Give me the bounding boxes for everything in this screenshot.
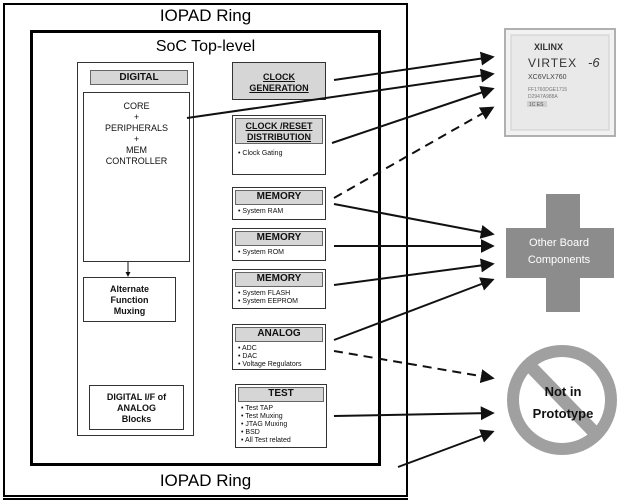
other-components-line-2: Components [528,254,591,266]
digital-header: DIGITAL [90,70,188,85]
test-bullet: • BSD [241,429,260,436]
fpga-fine-1: FF1760DGE1715 [528,87,567,93]
clock-gating-bullet: • Clock Gating [238,150,283,157]
clock-gen-line: GENERATION [249,83,309,93]
fpga-six: -6 [588,55,600,70]
analog-header: ANALOG [235,327,323,342]
memory-ram-block: MEMORY • System RAM [232,187,326,220]
memory-header: MEMORY [235,231,323,246]
digital-if-line: DIGITAL I/F of [106,392,167,402]
core-block: CORE + PERIPHERALS + MEM CONTROLLER [83,92,190,262]
memory-bullet: • System EEPROM [238,298,299,305]
memory-bullet: • System FLASH [238,290,291,297]
arrow-ram-to-components [333,203,495,239]
arrow-analog-to-components [333,277,495,341]
not-in-line-2: Prototype [533,406,594,421]
not-in-prototype-no-sign-icon [507,345,617,455]
arrow-analog-dashed-to-not [333,350,495,384]
analog-bullet: • Voltage Regulators [238,361,302,368]
test-bullet: • Test Muxing [241,413,283,420]
iopad-ring-top-label: IOPAD Ring [159,6,252,25]
test-bullet: • JTAG Muxing [241,421,288,428]
core-line: CONTROLLER [105,156,168,166]
analog-bullet: • DAC [238,353,258,360]
analog-bullet: • ADC [238,345,257,352]
clock-gen-line: CLOCK [263,72,295,82]
arrow-clockgen-to-fpga [333,51,495,81]
fpga-chip-icon: XILINX VIRTEX -6 XC6VLX760 FF1760DGE1715… [504,28,616,137]
memory-flash-block: MEMORY • System FLASH • System EEPROM [232,269,326,309]
fpga-part: XC6VLX760 [528,74,567,81]
core-line: MEM [126,145,147,155]
test-header: TEST [238,387,324,402]
arrow-clockreset-to-fpga [331,85,495,144]
bottom-rule [3,498,408,501]
fpga-fine-3: 1C ES [529,102,544,108]
alternate-function-muxing-block: Alternate Function Muxing [83,277,176,322]
iopad-ring-frame [3,3,408,497]
soc-title: SoC Top-level [155,38,256,55]
arrow-flash-to-components [333,258,495,286]
memory-header: MEMORY [235,272,323,287]
not-in-line-1: Not in [545,384,582,399]
memory-bullet: • System ROM [238,249,285,256]
soc-frame [30,30,381,466]
alt-mux-line: Alternate [109,284,149,294]
other-components-cross-icon [506,194,614,312]
iopad-ring-bottom-label: IOPAD Ring [159,471,252,490]
fpga-fine-2: D2947A988A [528,94,558,100]
alt-mux-line: Function [110,295,149,305]
fpga-product: VIRTEX [528,56,577,70]
digital-if-line: Blocks [121,414,152,424]
memory-rom-block: MEMORY • System ROM [232,228,326,261]
test-bullet: • Test TAP [241,405,274,412]
arrow-core-to-fpga [186,68,495,119]
fpga-logo: XILINX [534,42,563,52]
clock-generation-block: CLOCK GENERATION [232,62,326,100]
arrow-test-to-not [333,406,495,421]
digital-if-line: ANALOG [117,403,156,413]
test-bullet: • All Test related [241,437,291,444]
core-line: + [133,112,140,122]
clock-reset-line: CLOCK /RESET [245,121,313,131]
analog-block: ANALOG • ADC • DAC • Voltage Regulators [232,324,326,370]
other-components-line-1: Other Board [529,237,589,249]
test-block: TEST • Test TAP • Test Muxing • JTAG Mux… [235,384,327,448]
arrow-iopad-to-not [397,429,495,468]
core-line: PERIPHERALS [104,123,169,133]
alt-mux-line: Muxing [113,306,146,316]
arrow-ram-dashed-to-fpga [333,106,495,199]
clock-reset-line: DISTRIBUTION [247,132,311,142]
clock-reset-distribution-block: CLOCK /RESET DISTRIBUTION • Clock Gating [232,115,326,175]
memory-bullet: • System RAM [238,208,284,215]
core-line: + [133,134,140,144]
memory-header: MEMORY [235,190,323,205]
core-line: CORE [123,101,150,111]
digital-if-analog-block: DIGITAL I/F of ANALOG Blocks [89,385,184,430]
